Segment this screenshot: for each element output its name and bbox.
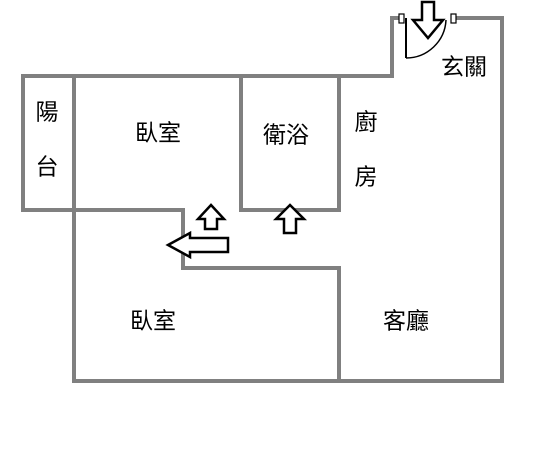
entrance-label: 玄關 [441, 55, 487, 81]
bathroom-label: 衛浴 [263, 123, 309, 149]
door-jamb-right [450, 13, 457, 24]
top-wall [72, 16, 402, 78]
kitchen-label-1: 廚 [355, 110, 378, 136]
door-swing-icon [405, 19, 447, 59]
entrance-door [398, 13, 457, 59]
bedroom-top-label: 臥室 [135, 121, 181, 147]
exterior-wall [72, 16, 504, 383]
balcony-wall [21, 74, 76, 212]
entry-arrow-icon [410, 0, 446, 40]
balcony-label-2: 台 [36, 155, 59, 181]
living-room-label: 客廳 [383, 309, 429, 335]
lower-bedroom-door-arrow-icon [165, 230, 230, 260]
kitchen-label-2: 房 [355, 165, 378, 191]
bedroom-door-arrow-icon [195, 203, 227, 231]
room-labels: 陽 台 臥室 衛浴 廚 房 玄關 臥室 客廳 [36, 55, 488, 335]
arrows [165, 0, 446, 260]
bedroom-bottom-label: 臥室 [130, 309, 176, 335]
bathroom-door-arrow-icon [272, 203, 308, 235]
balcony-label-1: 陽 [36, 100, 59, 126]
door-jamb-left [398, 13, 405, 24]
